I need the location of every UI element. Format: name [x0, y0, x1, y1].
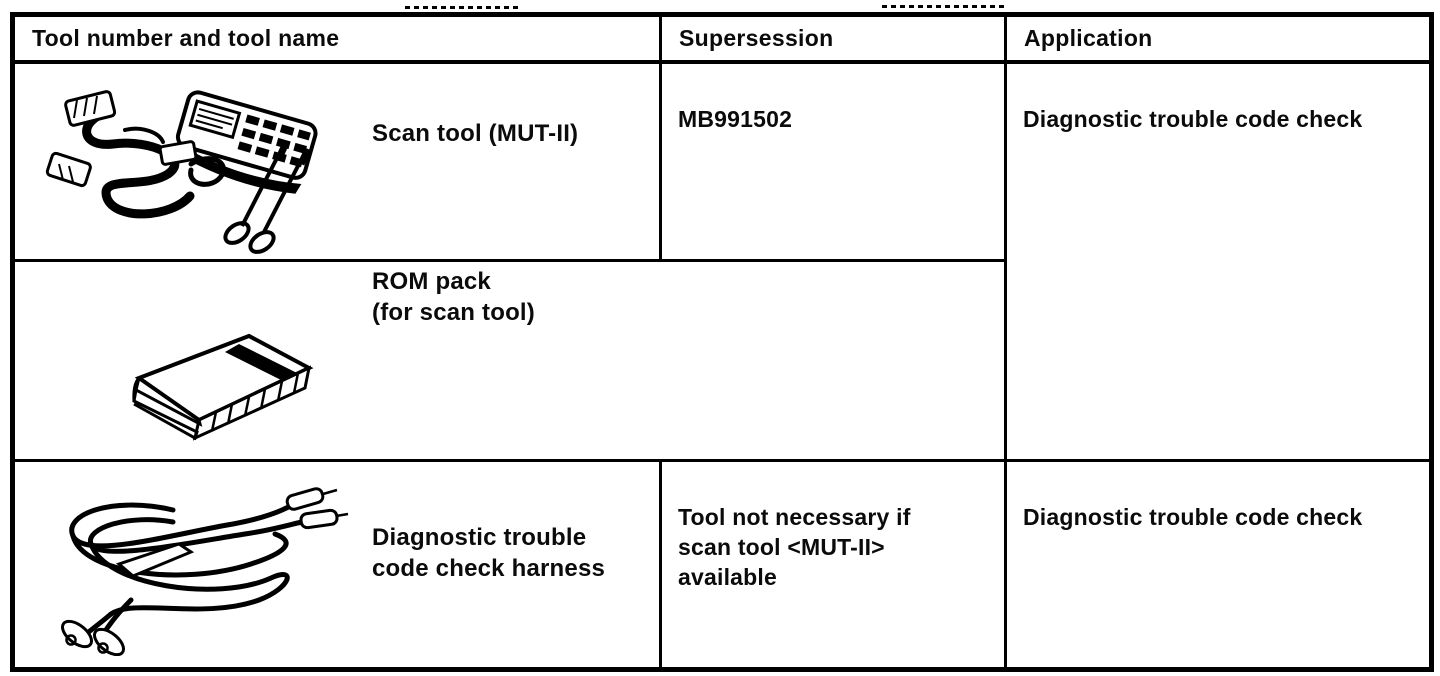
header-supersession: Supersession — [662, 17, 1007, 64]
rom-pack-cell: ROM pack (for scan tool) — [15, 262, 1007, 462]
application-dtc-check-2: Diagnostic trouble code check — [1007, 462, 1429, 667]
scan-tool-probes — [223, 141, 312, 254]
header-application: Application — [1007, 17, 1429, 64]
application-value: Diagnostic trouble code check — [1023, 106, 1363, 132]
rom-pack-label: ROM pack (for scan tool) — [372, 268, 535, 326]
scan-tool-cables — [82, 107, 226, 219]
harness-supersession: Tool not necessary if scan tool <MUT-II>… — [662, 462, 1007, 667]
scan-tool-cell: Scan tool (MUT-II) — [15, 64, 662, 262]
harness-terminals — [61, 487, 339, 656]
scan-tool-label: Scan tool (MUT-II) — [372, 120, 579, 147]
rom-pack-layers — [132, 376, 203, 441]
harness-terminal-tips — [65, 488, 349, 654]
rom-pack-illustration — [132, 333, 314, 441]
harness-cell: Diagnostic trouble code check harness — [15, 462, 662, 667]
application-dtc-check-1: Diagnostic trouble code check — [1007, 64, 1429, 462]
scan-noise — [882, 5, 1007, 8]
harness-cables — [69, 499, 314, 645]
scan-tool-connector-hatch — [58, 95, 98, 183]
rom-pack-ribs — [210, 372, 300, 432]
scan-tool-illustration — [45, 90, 318, 254]
scan-noise — [405, 6, 520, 9]
application-value-2: Diagnostic trouble code check — [1023, 504, 1363, 530]
supersession-value: MB991502 — [678, 106, 793, 132]
harness-supersession-text: Tool not necessary if scan tool <MUT-II>… — [678, 504, 911, 590]
harness-illustration — [61, 487, 349, 656]
header-tool-number-label: Tool number and tool name — [32, 25, 340, 51]
harness-label: Diagnostic trouble code check harness — [372, 524, 606, 582]
header-application-label: Application — [1024, 25, 1153, 51]
header-tool-number: Tool number and tool name — [15, 17, 662, 64]
supersession-mb991502: MB991502 — [662, 64, 1007, 262]
scan-tool-connectors — [45, 90, 198, 188]
header-supersession-label: Supersession — [679, 25, 834, 51]
special-tools-table: Tool number and tool name Supersession A… — [10, 12, 1434, 672]
